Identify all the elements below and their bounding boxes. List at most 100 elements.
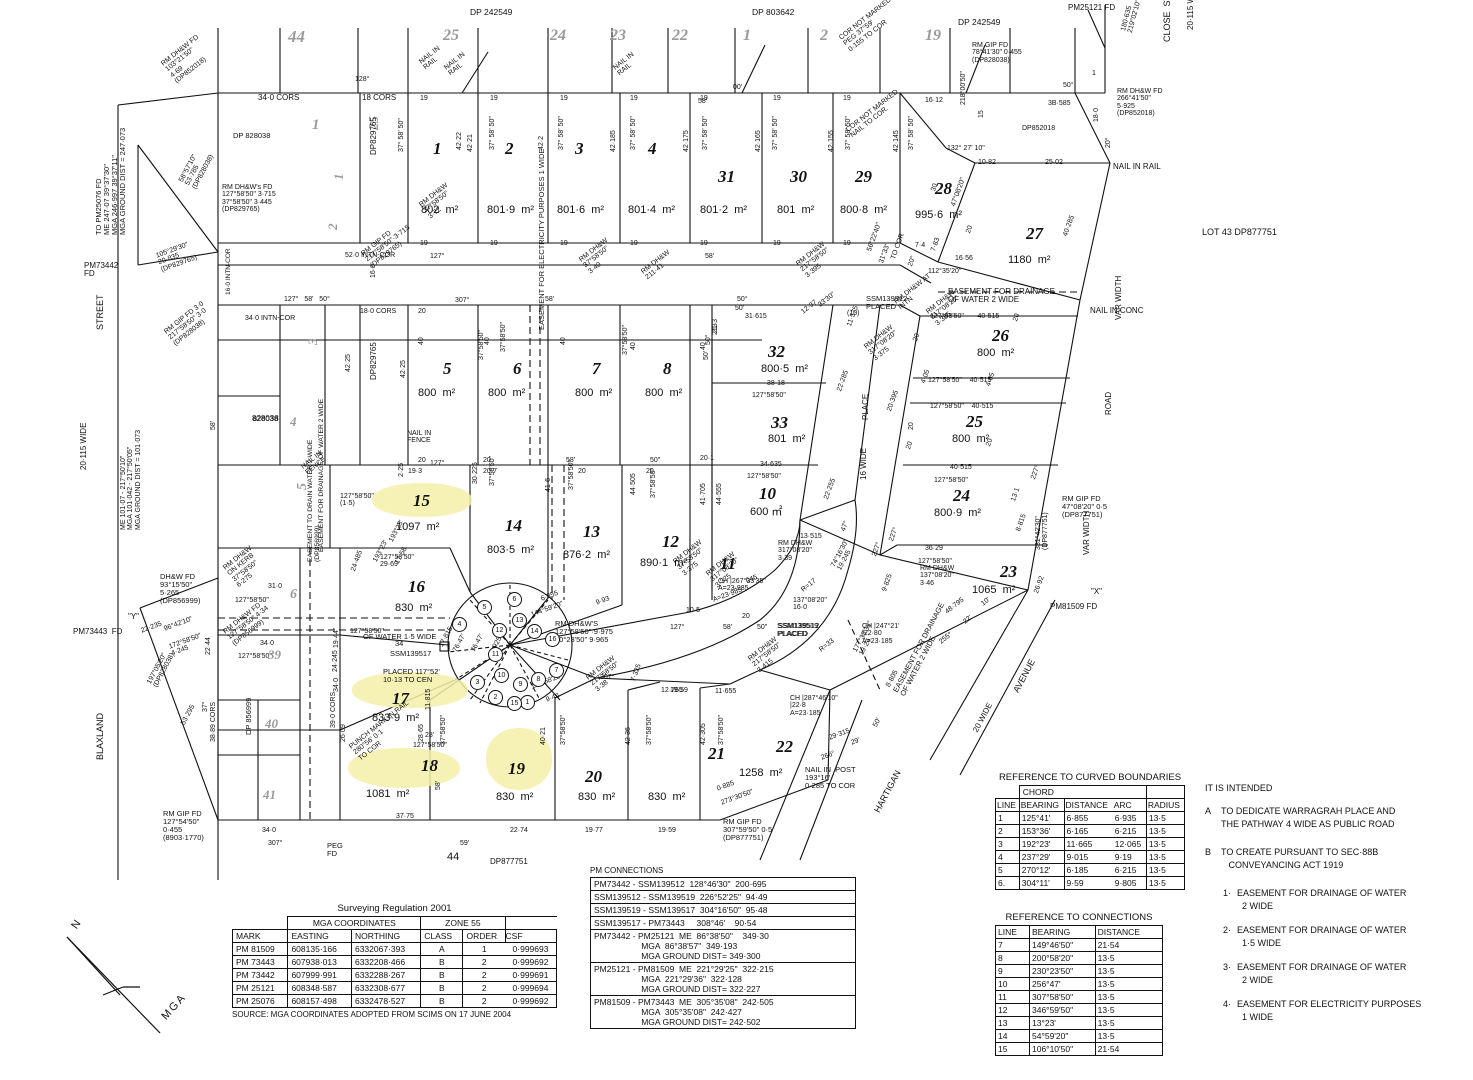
adjoining-lot-23: 23 [610, 27, 626, 44]
lot-area-33: 801 m² [768, 433, 806, 445]
lot-area-16: 830 m² [395, 602, 433, 614]
highlight-lot-17 [352, 672, 468, 708]
annotation-75: 127°58'50" [747, 473, 781, 480]
annotation-121: 127°58'50" [413, 742, 447, 749]
cb-cell: 192°23' [1018, 837, 1065, 851]
annotation-61: 40·515 [950, 464, 972, 471]
annotation-56: EASEMENT FOR DRAINAGE OF WATER 2 WIDE [948, 287, 1055, 305]
annotation-270: 19 [560, 240, 568, 247]
conn-cell: 307°58'50" [1029, 990, 1096, 1004]
annotation-37: 58' [705, 253, 715, 260]
sr-cell: 2 [462, 981, 506, 995]
annotation-14: 132° 27' 10" [947, 145, 985, 152]
annotation-198: 37° [202, 701, 209, 712]
annotation-166: 37·75 [396, 813, 414, 820]
highlight-lot-15 [372, 483, 472, 517]
pm-connections-row: PM25121 - PM81509 ME 221°29'25" 322·215 … [590, 962, 856, 996]
cb-cell: 125°41' [1018, 811, 1065, 825]
annotation-116: 127°58'50" 29·69 [380, 554, 414, 569]
lot-number-31: 31 [718, 167, 735, 186]
annotation-55: RM DH&W'S 127°58'50"·9·975 50°23'50" 9·9… [555, 619, 613, 644]
cb-cell: 270°12' [1018, 863, 1065, 877]
lot-number-13: 13 [583, 522, 600, 541]
pm-connections-row: SSM139519 - SSM139517 304°16'50" 95·48 [590, 903, 856, 917]
annotation-26: RM DH&W's FD 127°58'50" 3·715 37°58'50" … [222, 184, 276, 214]
conn-cell: 200°58'20" [1029, 951, 1096, 965]
cb-header-row: LINE BEARING DISTANCE ARC RADIUS [995, 798, 1186, 812]
annotation-175: 39·0 CORS [330, 691, 337, 728]
annotation-212: 20·7 [483, 468, 498, 475]
annotation-145: 50" [757, 624, 768, 631]
annotation-170: 59' [460, 840, 470, 847]
intent-subitem-label: 3· [1223, 961, 1232, 972]
cb-cell: 6·185 [1063, 863, 1113, 877]
annotation-143: 58' [723, 624, 733, 631]
annotation-90: CH |287°46'10" |22·8 A=23·185 [790, 695, 838, 717]
annotation-225: 37°58'50" [500, 322, 507, 352]
annotation-141: 10·5 [686, 607, 701, 614]
adjoining-lot-19-top: 19 [925, 27, 941, 44]
annotation-264: 19 [843, 95, 851, 102]
annotation-202: LOT 43 DP877751 [1202, 227, 1277, 237]
conn-cell: 13·5 [1094, 1016, 1164, 1030]
conn-cell: 14 [995, 1029, 1030, 1043]
cb-cell: 13·5 [1145, 837, 1186, 851]
annotation-241: 42·165 [755, 130, 762, 152]
annotation-235: 42·2 [538, 135, 545, 150]
annotation-49: RM DH&W 317°08'20" 3·39 [778, 540, 813, 562]
lot-number-23: 23 [1000, 562, 1017, 581]
annotation-18: DP852018 [1022, 125, 1056, 132]
annotation-281: 50' [703, 350, 710, 360]
annotation-173: 38·89 CORS [210, 701, 217, 742]
intent-item-label: A [1205, 805, 1212, 816]
adjoining-lot-3-left: 3 [305, 338, 320, 346]
chord-group-row: CHORD [996, 785, 1186, 799]
curve-ref-circle-5: 5 [477, 600, 492, 615]
lot-number-2: 2 [505, 139, 514, 158]
lot-area-31: 801·2 m² [700, 204, 748, 216]
curve-ref-circle-12: 12 [492, 623, 507, 638]
annotation-230: 50° [705, 334, 712, 345]
annotation-142: 127° [670, 624, 685, 631]
annotation-165: 37°58'50" [718, 715, 725, 745]
pm-connections-cell: PM73442 - PM25121 ME 86°38'50" 349·30 MG… [590, 929, 856, 963]
annotation-195: 34·0 [260, 640, 275, 647]
lot-number-12: 12 [662, 532, 679, 551]
annotation-146: 12·765 [661, 687, 683, 694]
mga-coordinates-header: MGA COORDINATES [287, 916, 422, 930]
lot-number-33: 33 [771, 413, 788, 432]
sr-cell: 6332478·527 [350, 994, 422, 1008]
annotation-262: 19 [700, 95, 708, 102]
conn-cell: 13·5 [1094, 1003, 1164, 1017]
curved-boundaries-table: CHORD LINE BEARING DISTANCE ARC RADIUS 1… [995, 785, 1186, 890]
sr-cell: 608135·166 [287, 942, 352, 956]
annotation-13: 218°00'50" [960, 71, 967, 105]
lot-area-29: 800·8 m² [840, 204, 888, 216]
cb-cell: 6·215 [1112, 824, 1147, 838]
dp-828038-left: 828038 [252, 414, 279, 423]
lot-number-15: 15 [413, 491, 430, 510]
annotation-284: 16 WIDE [859, 447, 868, 480]
lot-number-21: 21 [708, 744, 725, 763]
lot-number-5: 5 [443, 359, 452, 378]
sr-cell: 0·999694 [505, 981, 558, 995]
dp-242549-a: DP 242549 [470, 7, 513, 17]
annotation-71: PM81509 FD [1050, 602, 1098, 611]
annotation-277: 58' [210, 420, 217, 430]
intent-subitem-text: EASEMENT FOR DRAINAGE OF WATER 2 WIDE [1237, 961, 1407, 986]
annotation-74: 34·635 [760, 461, 782, 468]
cb-cell: 6·935 [1112, 811, 1147, 825]
adjoining-lot-2-left: 2 [325, 223, 340, 231]
annotation-144: 20 [742, 613, 750, 620]
adjoining-lot-22: 22 [672, 27, 688, 44]
annotation-269: 19 [490, 240, 498, 247]
lot-number-10: 10 [759, 484, 776, 503]
intent-item-text: TO DEDICATE WARRAGRAH PLACE AND THE PATH… [1221, 805, 1396, 830]
annotation-197: 22·44 [205, 637, 212, 655]
